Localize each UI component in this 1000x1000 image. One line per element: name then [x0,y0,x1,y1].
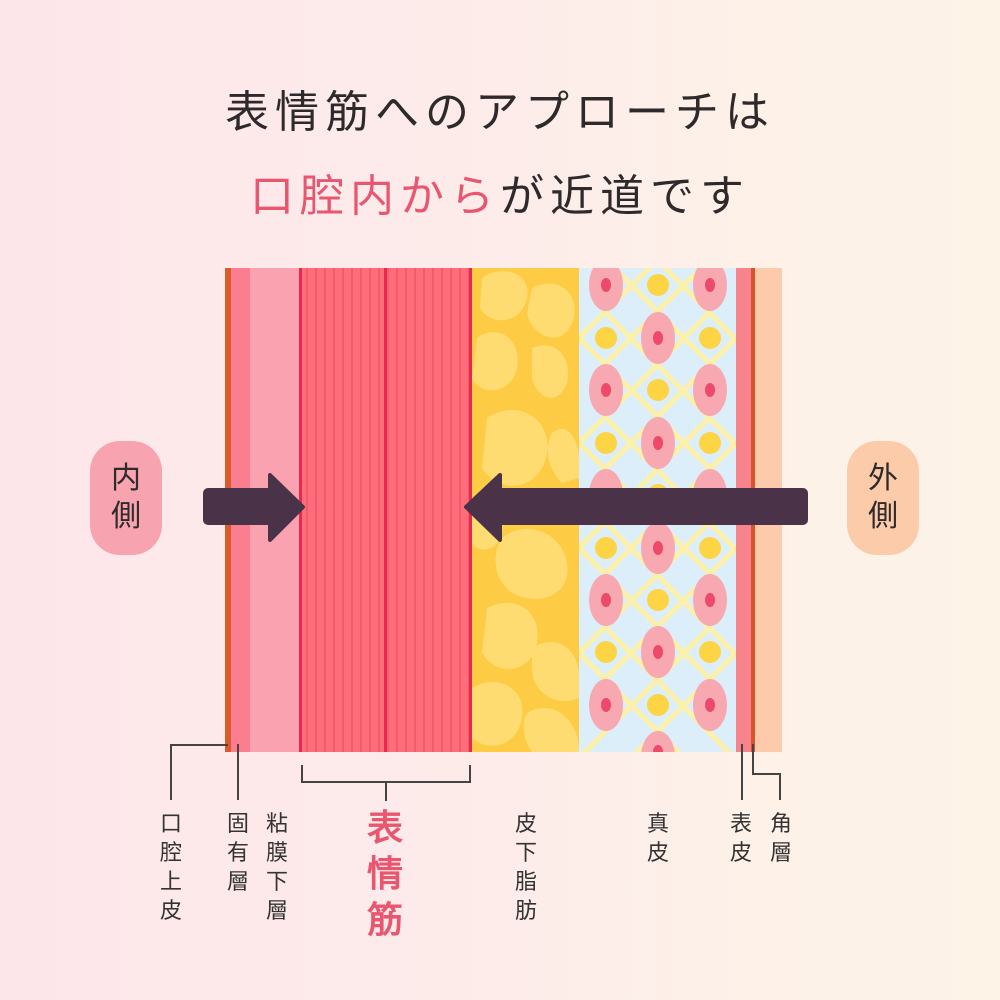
label-subcutaneous-fat: 皮下脂肪 [514,812,537,924]
bracket-facial-muscle-stem [385,781,387,801]
leader-oral-epithelium-v [170,744,172,800]
arrow-left-icon [464,473,808,542]
arrow-right-icon [203,473,305,542]
title-rest: が近道です [500,171,750,222]
label-epidermis: 表皮 [729,812,752,866]
leader-epidermis [741,744,743,800]
title-line-2: 口腔内からが近道です [0,160,1000,224]
inner-side-label: 内側 [90,441,162,555]
leader-lamina-propria [237,744,239,800]
leader-stratum-corneum-v1 [752,744,754,774]
title-highlight: 口腔内から [250,171,500,222]
leader-oral-epithelium [170,744,228,746]
bracket-facial-muscle-r [469,765,471,782]
leader-stratum-corneum-v2 [779,773,781,800]
label-oral-epithelium: 口腔上皮 [159,812,182,924]
layer-facial-muscle [299,268,472,752]
outer-side-label: 外側 [847,441,919,555]
label-lamina-propria: 固有層 [226,812,249,895]
leader-stratum-corneum-h [752,773,781,775]
label-submucosa: 粘膜下層 [265,812,288,924]
title-line-1: 表情筋へのアプローチは [225,87,775,138]
label-dermis: 真皮 [646,812,669,866]
bracket-facial-muscle-l [301,765,303,782]
label-facial-muscle: 表情筋 [366,808,403,941]
label-stratum-corneum: 角層 [769,812,792,866]
